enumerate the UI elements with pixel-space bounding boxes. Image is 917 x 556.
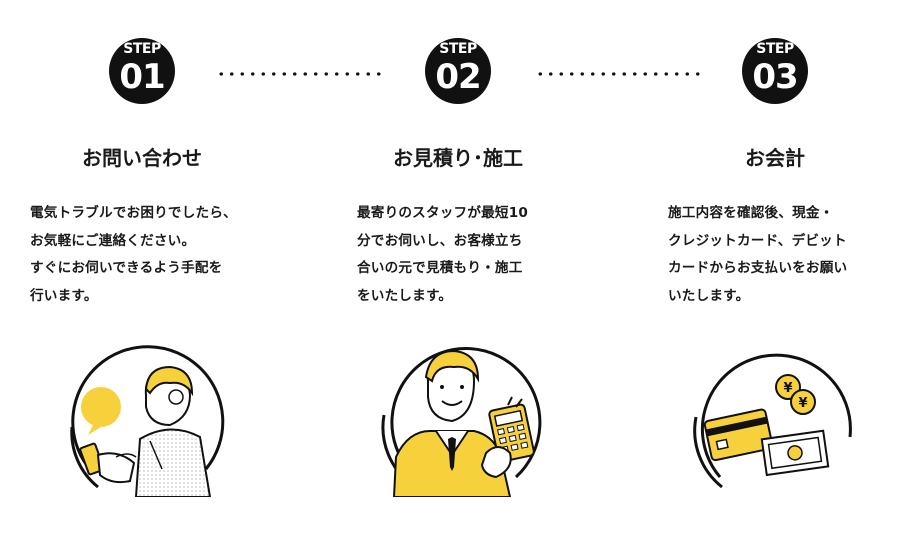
step-connector-dots <box>535 72 703 76</box>
svg-text:¥: ¥ <box>783 381 792 396</box>
step-01-title: お問い合わせ <box>82 146 202 170</box>
step-02-title: お見積り･施工 <box>393 146 523 170</box>
step-03-description: 施工内容を確認後、現金・ クレジットカード、デビット カードからお支払いをお願い… <box>668 205 848 304</box>
step-connector-dots <box>216 72 384 76</box>
step-number: 03 <box>752 57 798 97</box>
step-number: 01 <box>119 57 165 97</box>
svg-text:¥: ¥ <box>798 396 807 411</box>
credit-card-cash-coins-icon: ¥ ¥ <box>690 337 860 497</box>
step-number: 02 <box>435 57 481 97</box>
step-02-badge: STEP 02 <box>425 38 491 104</box>
step-03-badge: STEP 03 <box>742 38 808 104</box>
man-with-smartphone-chat-icon <box>58 337 228 498</box>
man-with-calculator-icon <box>374 337 544 498</box>
step-label: STEP <box>756 41 794 57</box>
step-03-title: お会計 <box>745 146 805 170</box>
step-01-description: 電気トラブルでお困りでしたら、 お気軽にご連絡ください。 すぐにお伺いできるよう… <box>30 205 237 304</box>
step-01-badge: STEP 01 <box>109 38 175 104</box>
step-label: STEP <box>439 41 477 57</box>
step-label: STEP <box>123 41 161 57</box>
step-02-description: 最寄りのスタッフが最短10 分でお伺いし、お客様立ち 合いの元で見積もり・施工 … <box>357 205 529 304</box>
